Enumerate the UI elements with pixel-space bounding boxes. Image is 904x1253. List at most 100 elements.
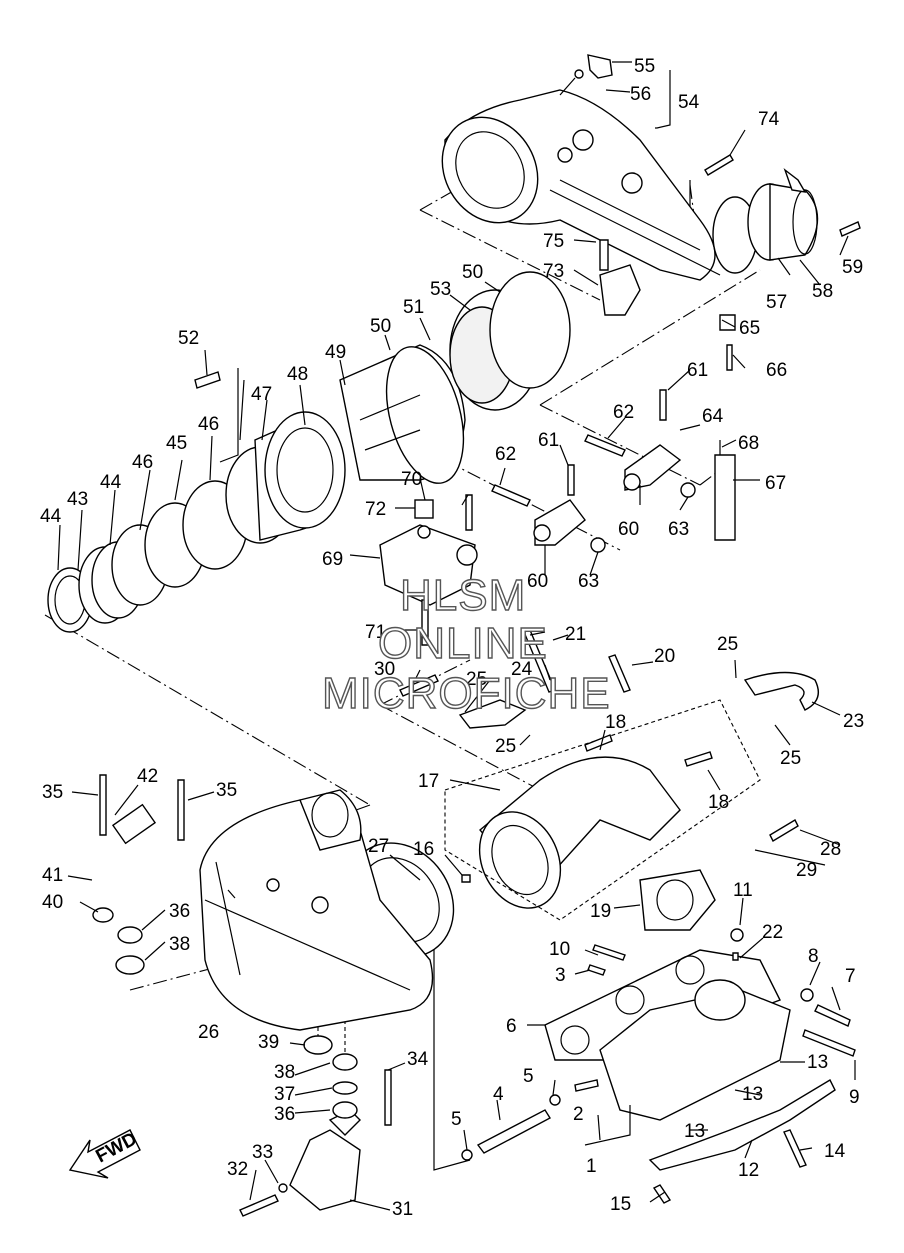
callout-48: 48 bbox=[287, 364, 308, 385]
callout-72: 72 bbox=[365, 499, 386, 520]
callout-69: 69 bbox=[322, 549, 343, 570]
small-hardware bbox=[92, 154, 861, 1217]
callout-60b: 60 bbox=[527, 571, 548, 592]
callout-75: 75 bbox=[543, 231, 564, 252]
callout-41: 41 bbox=[42, 865, 63, 886]
callout-50b: 50 bbox=[462, 262, 483, 283]
callout-12: 12 bbox=[738, 1160, 759, 1181]
callout-46a: 46 bbox=[198, 414, 219, 435]
callout-46b: 46 bbox=[132, 452, 153, 473]
callout-57: 57 bbox=[766, 292, 787, 313]
watermark-line-3: MICROFICHE bbox=[322, 669, 611, 718]
callout-62b: 62 bbox=[495, 444, 516, 465]
water-lock bbox=[199, 789, 434, 1031]
callout-51: 51 bbox=[403, 297, 424, 318]
callout-63b: 63 bbox=[578, 571, 599, 592]
callout-26: 26 bbox=[198, 1022, 219, 1043]
callout-31: 31 bbox=[392, 1199, 413, 1220]
callout-3: 3 bbox=[555, 965, 566, 986]
callout-66: 66 bbox=[766, 360, 787, 381]
callout-61b: 61 bbox=[538, 430, 559, 451]
callout-50a: 50 bbox=[370, 316, 391, 337]
callout-9: 9 bbox=[849, 1087, 860, 1108]
callout-39: 39 bbox=[258, 1032, 279, 1053]
callout-38a: 38 bbox=[169, 934, 190, 955]
callout-14: 14 bbox=[824, 1141, 846, 1162]
callout-42: 42 bbox=[137, 766, 158, 787]
callout-29: 29 bbox=[796, 860, 817, 881]
callout-21: 21 bbox=[565, 624, 586, 645]
callout-64: 64 bbox=[702, 406, 724, 427]
callout-13b: 13 bbox=[742, 1084, 763, 1105]
callout-6: 6 bbox=[506, 1016, 517, 1037]
callout-13c: 13 bbox=[684, 1121, 705, 1142]
callout-52: 52 bbox=[178, 328, 199, 349]
callout-17: 17 bbox=[418, 771, 439, 792]
callout-40: 40 bbox=[42, 892, 63, 913]
callout-54: 54 bbox=[678, 92, 700, 113]
callout-35a: 35 bbox=[42, 782, 63, 803]
callout-25d: 25 bbox=[780, 748, 801, 769]
callout-47: 47 bbox=[251, 384, 272, 405]
callout-68: 68 bbox=[738, 433, 759, 454]
callout-7: 7 bbox=[845, 966, 856, 987]
callout-45: 45 bbox=[166, 433, 187, 454]
mount-brackets bbox=[379, 264, 736, 606]
callout-2: 2 bbox=[573, 1104, 584, 1125]
callout-1: 1 bbox=[586, 1156, 597, 1177]
callout-18a: 18 bbox=[605, 712, 626, 733]
callout-13a: 13 bbox=[807, 1052, 828, 1073]
exhaust-chamber bbox=[441, 54, 721, 281]
callout-55: 55 bbox=[634, 56, 655, 77]
callout-36a: 36 bbox=[169, 901, 190, 922]
muffler-stack bbox=[47, 271, 571, 633]
callout-labels: 55 56 54 74 75 73 57 58 59 65 66 61 62 6… bbox=[40, 56, 864, 1220]
callout-34: 34 bbox=[407, 1049, 429, 1070]
callout-67: 67 bbox=[765, 473, 786, 494]
callout-61a: 61 bbox=[687, 360, 708, 381]
callout-37: 37 bbox=[274, 1084, 295, 1105]
callout-5a: 5 bbox=[523, 1066, 534, 1087]
callout-58: 58 bbox=[812, 281, 833, 302]
callout-71: 71 bbox=[365, 622, 386, 643]
callout-20: 20 bbox=[654, 646, 675, 667]
callout-4: 4 bbox=[493, 1084, 504, 1105]
callout-70: 70 bbox=[401, 469, 422, 490]
callout-33: 33 bbox=[252, 1142, 273, 1163]
callout-56: 56 bbox=[630, 84, 651, 105]
fwd-arrow-icon: FWD bbox=[68, 1129, 141, 1179]
callout-32: 32 bbox=[227, 1159, 248, 1180]
callout-65: 65 bbox=[739, 318, 760, 339]
callout-59: 59 bbox=[842, 257, 863, 278]
callout-44a: 44 bbox=[100, 472, 122, 493]
callout-5b: 5 bbox=[451, 1109, 462, 1130]
callout-62a: 62 bbox=[613, 402, 634, 423]
callout-43: 43 bbox=[67, 489, 88, 510]
callout-44b: 44 bbox=[40, 506, 62, 527]
callout-49: 49 bbox=[325, 342, 346, 363]
callout-30: 30 bbox=[374, 659, 395, 680]
callout-8: 8 bbox=[808, 946, 819, 967]
callout-27: 27 bbox=[368, 836, 389, 857]
callout-23: 23 bbox=[843, 711, 864, 732]
callout-25a: 25 bbox=[717, 634, 738, 655]
callout-38b: 38 bbox=[274, 1062, 295, 1083]
callout-11: 11 bbox=[733, 880, 753, 901]
callout-53: 53 bbox=[430, 279, 451, 300]
callout-25c: 25 bbox=[495, 736, 516, 757]
water-hose bbox=[458, 671, 819, 729]
leader-lines bbox=[57, 61, 856, 1211]
watermark-line-2: ONLINE bbox=[378, 619, 548, 668]
callout-28: 28 bbox=[820, 839, 841, 860]
exhaust-pipe bbox=[444, 699, 761, 921]
callout-19: 19 bbox=[590, 901, 611, 922]
callout-10: 10 bbox=[549, 939, 570, 960]
callout-74: 74 bbox=[758, 109, 780, 130]
callout-24: 24 bbox=[511, 659, 533, 680]
callout-25b: 25 bbox=[466, 669, 487, 690]
watermark-line-1: HLSM bbox=[400, 571, 526, 620]
callout-18b: 18 bbox=[708, 792, 729, 813]
callout-63a: 63 bbox=[668, 519, 689, 540]
callout-36b: 36 bbox=[274, 1104, 295, 1125]
